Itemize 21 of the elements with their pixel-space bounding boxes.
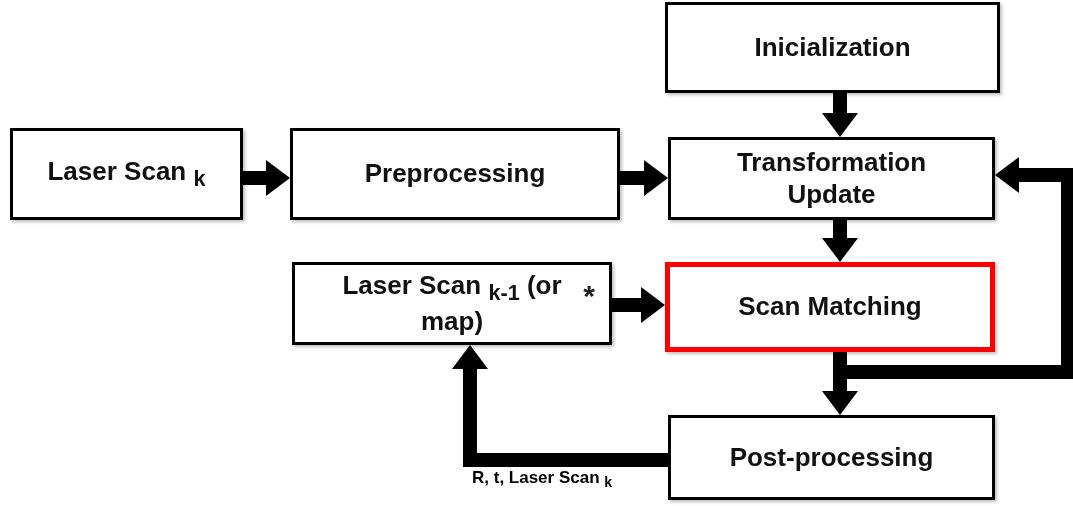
- box-label: Post-processing: [729, 441, 934, 474]
- asterisk-note: *: [583, 281, 595, 311]
- arrow: [243, 160, 290, 196]
- arrow: [822, 93, 858, 137]
- box-label: Scan Matching: [738, 291, 922, 323]
- box-label: Inicialization: [754, 31, 911, 64]
- process-box: [290, 128, 620, 220]
- arrow: [822, 220, 858, 262]
- process-box: [292, 262, 612, 345]
- arrow: [620, 160, 668, 196]
- box-label: Laser Scan $_{k}$: [47, 155, 206, 193]
- box-label: Preprocessing: [364, 158, 546, 190]
- process-box: [10, 128, 243, 220]
- process-box: [668, 415, 995, 500]
- process-box: [665, 2, 1000, 93]
- process-box: [668, 137, 995, 220]
- arrow: [452, 345, 668, 467]
- highlighted-process-box: [665, 262, 995, 352]
- arrow: [612, 287, 665, 323]
- box-label: Transformation Update: [735, 147, 928, 210]
- box-label: Laser Scan $_{k-1}$ (or map): [341, 269, 563, 338]
